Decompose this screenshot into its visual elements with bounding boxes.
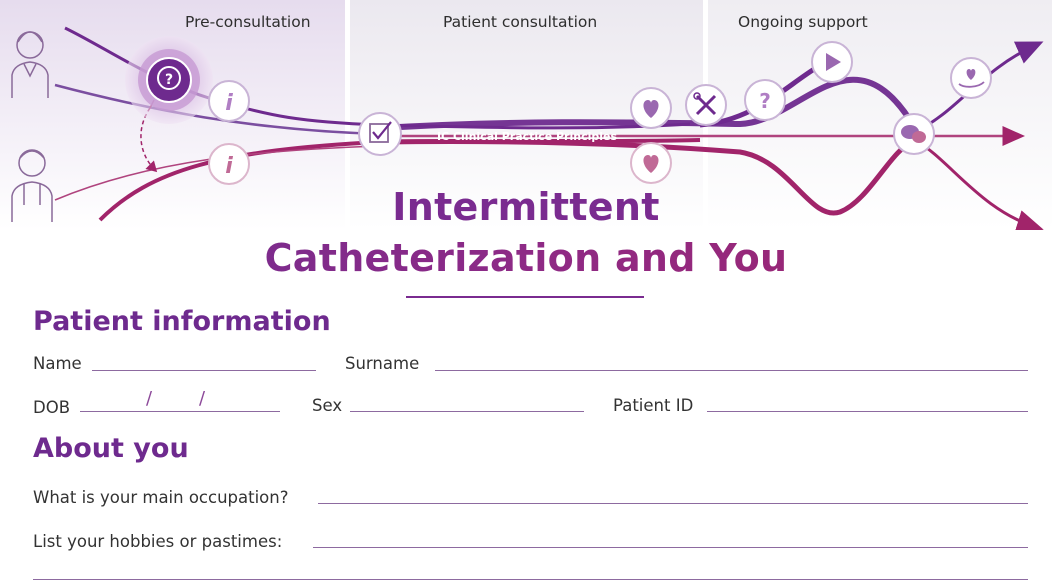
page-title-line2: Catheterization and You: [0, 236, 1052, 280]
name-label: Name: [33, 354, 82, 373]
svg-text:i: i: [225, 154, 233, 179]
info-icon: i: [208, 80, 250, 122]
title-divider: [406, 296, 644, 298]
play-icon: [811, 41, 853, 83]
hobbies-question-label: List your hobbies or pastimes:: [33, 532, 283, 551]
surname-field[interactable]: [435, 370, 1028, 371]
patient-id-field[interactable]: [707, 411, 1028, 412]
patient-figure-icon: [11, 31, 49, 98]
patient-information-heading: Patient information: [33, 306, 331, 337]
dob-label: DOB: [33, 398, 71, 417]
doctor-figure-icon: [11, 149, 53, 222]
patient-journey-header: IC Clinical Practice Principles ? i i: [0, 0, 1052, 234]
hand-heart-icon: [950, 57, 992, 99]
hobbies-field[interactable]: [313, 547, 1028, 548]
dob-separator: /: [199, 388, 206, 409]
question-bubble-icon: ?: [125, 36, 213, 124]
occupation-field[interactable]: [318, 503, 1028, 504]
sex-field[interactable]: [350, 411, 584, 412]
svg-text:?: ?: [165, 72, 173, 88]
patient-id-label: Patient ID: [613, 396, 694, 415]
checklist-icon: [358, 112, 402, 156]
heart-icon: [630, 87, 672, 129]
hobbies-field-continuation[interactable]: [33, 579, 1028, 580]
about-you-heading: About you: [33, 433, 189, 464]
stage-label-ongoing-support: Ongoing support: [738, 13, 868, 31]
page-title-line1: Intermittent: [392, 185, 660, 229]
dob-field[interactable]: [80, 411, 280, 412]
surname-label: Surname: [345, 354, 420, 373]
info-icon: i: [208, 143, 250, 185]
svg-text:i: i: [225, 91, 233, 116]
patient-journey-graphic: IC Clinical Practice Principles ? i i: [0, 0, 1052, 234]
occupation-question-label: What is your main occupation?: [33, 488, 289, 507]
tools-icon: [685, 84, 727, 126]
chat-icon: [893, 113, 935, 155]
heart-icon: [630, 142, 672, 184]
dob-separator: /: [146, 388, 153, 409]
stage-label-pre-consultation: Pre-consultation: [185, 13, 311, 31]
pathway-label: IC Clinical Practice Principles: [437, 130, 618, 143]
sex-label: Sex: [312, 396, 343, 415]
question-icon: ?: [744, 79, 786, 121]
svg-text:?: ?: [759, 89, 771, 113]
name-field[interactable]: [92, 370, 316, 371]
stage-label-patient-consultation: Patient consultation: [443, 13, 598, 31]
